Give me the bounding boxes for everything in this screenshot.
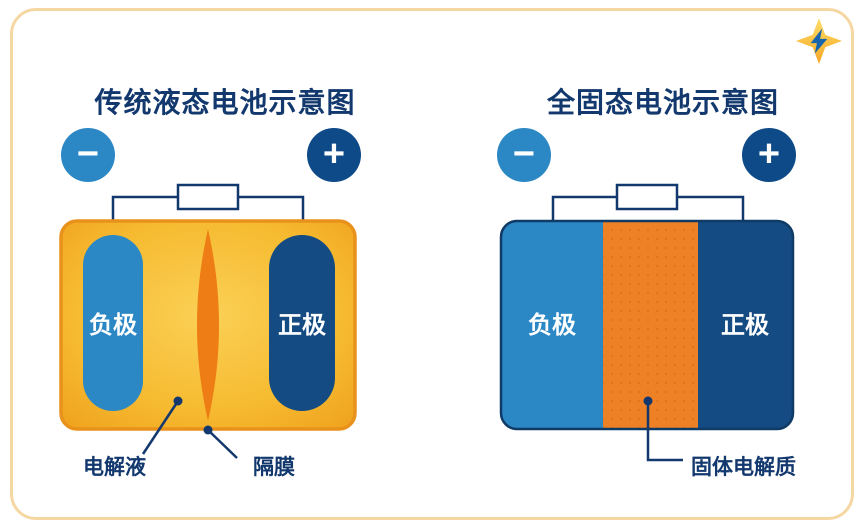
right-negative-terminal: − xyxy=(497,128,551,182)
circuit-load-box xyxy=(176,183,240,211)
cathode-layer xyxy=(698,221,793,429)
right-positive-terminal: + xyxy=(742,128,796,182)
anode-pill xyxy=(83,235,143,411)
solid-electrolyte-callout-label: 固体电解质 xyxy=(691,456,796,479)
circuit-load-box xyxy=(615,183,679,211)
cathode-label: 正极 xyxy=(278,312,326,339)
electrolyte-callout-dot xyxy=(173,396,183,406)
electrolyte-callout-line xyxy=(141,400,180,455)
separator-callout-label: 隔膜 xyxy=(253,456,295,479)
left-negative-terminal: − xyxy=(61,128,115,182)
anode-layer xyxy=(501,221,603,429)
liquid-battery-diagram: 负极 正极 xyxy=(59,183,357,459)
separator-callout-line xyxy=(207,429,238,459)
anode-label: 负极 xyxy=(89,312,137,339)
left-positive-terminal: + xyxy=(307,128,361,182)
separator-callout-dot xyxy=(203,425,213,435)
solid-battery-diagram: 负极 正极 xyxy=(499,183,795,462)
right-diagram-title: 全固态电池示意图 xyxy=(546,87,779,118)
bolt-shape xyxy=(810,28,828,54)
lightning-icon-svg xyxy=(796,18,842,64)
solid-electrolyte-callout-dot xyxy=(643,396,653,406)
electrolyte-callout-label: 电解液 xyxy=(83,456,146,479)
solid-electrolyte-callout-line xyxy=(646,401,683,462)
left-diagram-title: 传统液态电池示意图 xyxy=(94,87,356,118)
lightning-icon xyxy=(795,17,843,65)
battery-layers xyxy=(501,221,793,429)
cathode-pill xyxy=(269,235,335,411)
anode-label: 负极 xyxy=(528,312,576,339)
infographic-card: 传统液态电池示意图 全固态电池示意图 − + − + 负极 正极 xyxy=(10,8,854,520)
solid-electrolyte-texture xyxy=(603,221,698,429)
separator-lens xyxy=(197,229,219,421)
cathode-label: 正极 xyxy=(721,312,769,339)
